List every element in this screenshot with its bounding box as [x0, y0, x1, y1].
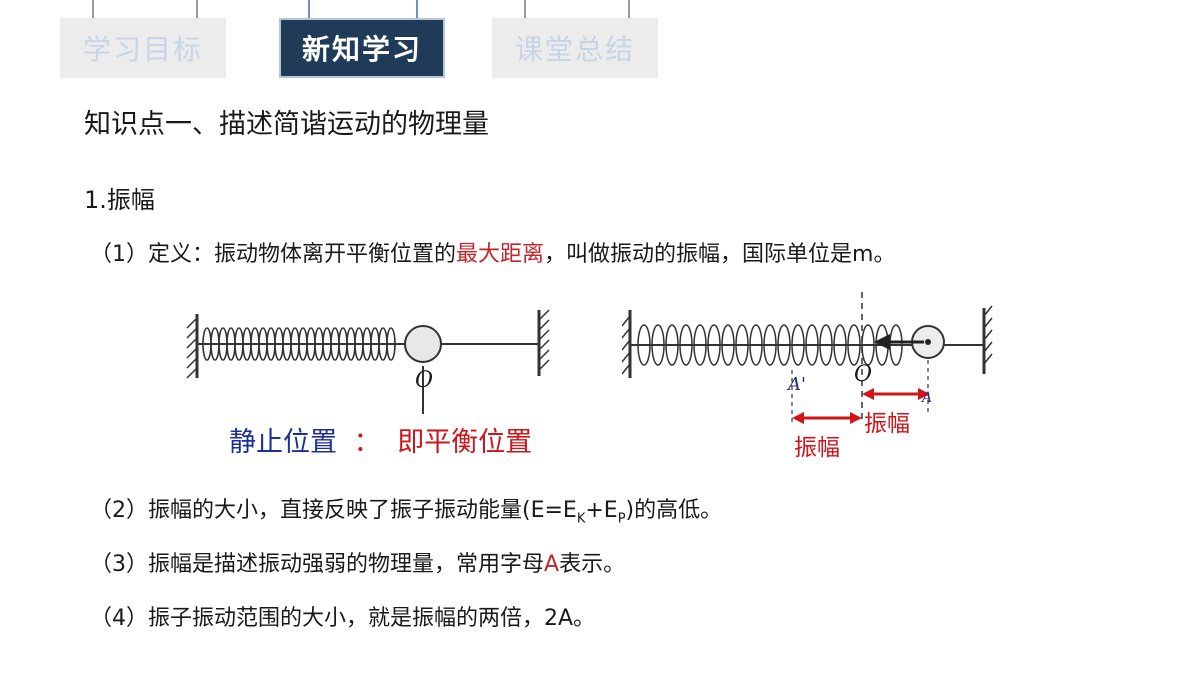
point-o-label: O [854, 362, 873, 387]
figure-equilibrium: O 静止位置 ： 即平衡位置 [183, 296, 553, 466]
range-line: （4）振子振动范围的大小，就是振幅的两倍，2A。 [90, 606, 596, 631]
section-title: 1.振幅 [84, 186, 155, 214]
point-a-prime-label: A' [788, 374, 806, 395]
strength-line: （3）振幅是描述振动强弱的物理量，常用字母A表示。 [90, 546, 625, 578]
tab-pin [302, 0, 316, 32]
energy-sub-k: K [576, 511, 586, 527]
tab-pin [86, 0, 100, 32]
equilibrium-point-label: O [415, 368, 434, 393]
page-title: 知识点一、描述简谐运动的物理量 [84, 109, 489, 140]
energy-sub-p: P [617, 511, 626, 527]
tab-new-knowledge[interactable]: 新知学习 [279, 18, 445, 78]
tab-pin [190, 0, 204, 32]
strength-suffix: 表示。 [559, 552, 626, 577]
strength-prefix: （3）振幅是描述振动强弱的物理量，常用字母 [90, 552, 544, 577]
energy-line: （2）振幅的大小，直接反映了振子振动能量(E=EK+EP)的高低。 [90, 492, 722, 526]
tab-learning-goals[interactable]: 学习目标 [60, 18, 226, 78]
figure-amplitude: A' O A 振幅 振幅 [621, 290, 994, 462]
energy-plus: +E [585, 498, 618, 523]
definition-line: （1）定义：振动物体离开平衡位置的最大距离，叫做振动的振幅，国际单位是m。 [90, 236, 895, 268]
tab-pin [410, 0, 424, 32]
point-a-label: A [922, 390, 933, 406]
spring-equilibrium-diagram [186, 309, 550, 414]
tab-pin [622, 0, 636, 32]
tab-pin [518, 0, 532, 32]
caption-equilibrium: 即平衡位置 [397, 427, 533, 458]
amplitude-label-right: 振幅 [864, 411, 910, 437]
spring-amplitude-diagram [621, 292, 993, 424]
caption-rest-position: 静止位置 [229, 427, 337, 458]
letter-a: A [544, 552, 560, 577]
energy-end: )的高低。 [625, 498, 723, 523]
definition-highlight: 最大距离 [456, 242, 545, 267]
amplitude-label-left: 振幅 [794, 435, 840, 461]
definition-prefix: （1）定义：振动物体离开平衡位置的 [90, 242, 456, 267]
caption-separator: ： [353, 427, 381, 458]
energy-text: （2）振幅的大小，直接反映了振子振动能量(E=E [90, 498, 577, 523]
equilibrium-caption: 静止位置 ： 即平衡位置 [229, 420, 532, 459]
tab-class-summary[interactable]: 课堂总结 [492, 18, 658, 78]
definition-suffix: ，叫做振动的振幅，国际单位是m。 [544, 242, 896, 267]
